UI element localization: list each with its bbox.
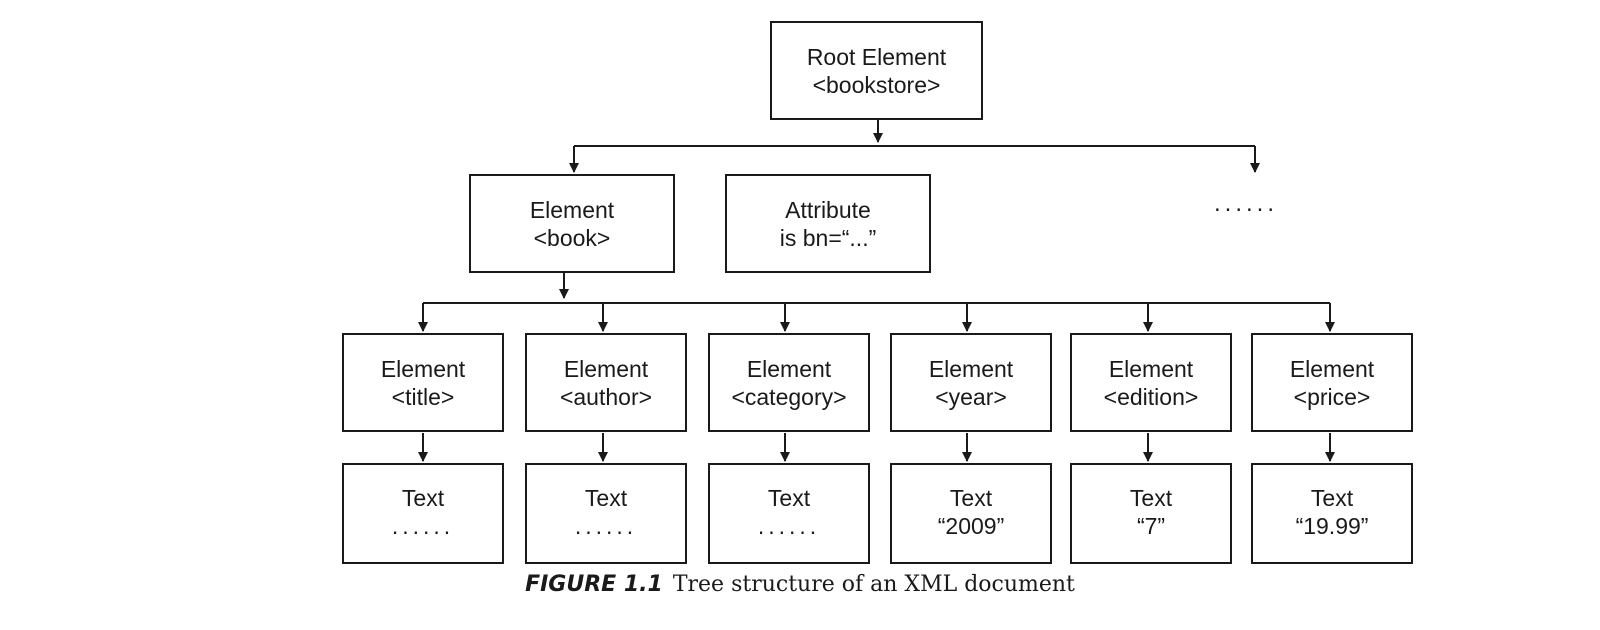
element-tag: <category> xyxy=(731,383,847,410)
text-label: Text xyxy=(767,485,811,511)
element-label: Element xyxy=(380,355,466,382)
book-element-label: Element xyxy=(529,196,615,223)
isbn-attribute-node: Attribute is bn=“...” xyxy=(725,174,931,273)
figure-number: FIGURE 1.1 xyxy=(525,572,663,597)
root-element-node: Root Element <bookstore> xyxy=(770,21,983,120)
element-label: Element xyxy=(746,355,832,382)
text-label: Text xyxy=(401,485,445,511)
author-element-node: Element <author> xyxy=(525,333,687,432)
title-text-node: Text ...... xyxy=(342,463,504,564)
element-tag: <title> xyxy=(391,383,455,410)
price-element-node: Element <price> xyxy=(1251,333,1413,432)
text-value: ...... xyxy=(574,513,638,539)
element-label: Element xyxy=(563,355,649,382)
figure-caption-text: Tree structure of an XML document xyxy=(672,572,1075,597)
element-tag: <author> xyxy=(559,383,653,410)
edition-element-node: Element <edition> xyxy=(1070,333,1232,432)
text-label: Text xyxy=(1310,485,1354,511)
isbn-attribute-label: Attribute xyxy=(785,196,871,223)
isbn-attribute-value: is bn=“...” xyxy=(779,224,877,251)
element-label: Element xyxy=(1289,355,1375,382)
text-value: “2009” xyxy=(937,513,1005,539)
more-children-ellipsis: ...... xyxy=(1214,190,1279,217)
text-label: Text xyxy=(949,485,993,511)
year-element-node: Element <year> xyxy=(890,333,1052,432)
element-tag: <price> xyxy=(1293,383,1371,410)
text-value: “7” xyxy=(1136,513,1166,539)
text-value: ...... xyxy=(757,513,821,539)
title-element-node: Element <title> xyxy=(342,333,504,432)
text-value: ...... xyxy=(391,513,455,539)
category-element-node: Element <category> xyxy=(708,333,870,432)
text-label: Text xyxy=(584,485,628,511)
element-tag: <edition> xyxy=(1103,383,1199,410)
figure-caption: FIGURE 1.1 Tree structure of an XML docum… xyxy=(0,572,1600,597)
element-tag: <year> xyxy=(935,383,1007,410)
text-value: “19.99” xyxy=(1295,513,1369,539)
price-text-node: Text “19.99” xyxy=(1251,463,1413,564)
book-element-node: Element <book> xyxy=(469,174,675,273)
root-element-label: Root Element xyxy=(806,43,947,70)
element-label: Element xyxy=(928,355,1014,382)
edition-text-node: Text “7” xyxy=(1070,463,1232,564)
author-text-node: Text ...... xyxy=(525,463,687,564)
book-element-tag: <book> xyxy=(533,224,611,251)
text-label: Text xyxy=(1129,485,1173,511)
category-text-node: Text ...... xyxy=(708,463,870,564)
element-label: Element xyxy=(1108,355,1194,382)
year-text-node: Text “2009” xyxy=(890,463,1052,564)
root-element-tag: <bookstore> xyxy=(812,71,941,98)
